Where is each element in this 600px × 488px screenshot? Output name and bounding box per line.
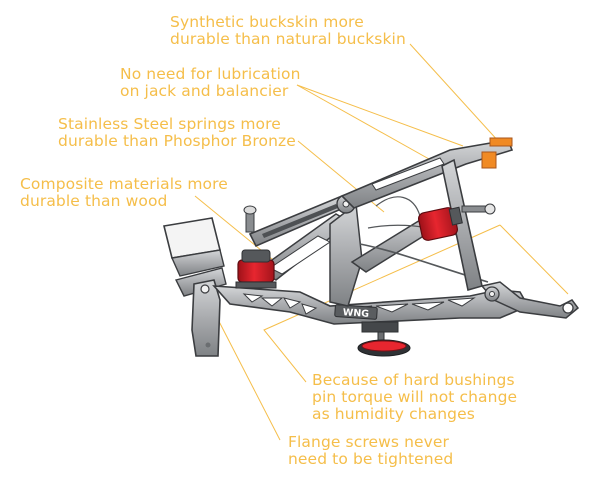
callout-springs-line2: durable than Phosphor Bronze: [58, 132, 296, 150]
leader-bushings: [263, 224, 501, 383]
leader-bushings-b: [499, 224, 569, 295]
callout-bushings-line1: Because of hard bushings: [312, 371, 515, 389]
callout-lubrication-line2: on jack and balancier: [120, 82, 289, 100]
wng-logo: WNG: [342, 307, 369, 320]
callout-bushings-line2: pin torque will not change: [312, 388, 518, 406]
callout-lubrication: No need for lubrication on jack and bala…: [120, 66, 301, 100]
callout-buckskin-line2: durable than natural buckskin: [170, 30, 406, 48]
wippen-body: WNG: [212, 285, 530, 325]
right-felt: [417, 206, 463, 241]
tail-hook: [480, 281, 580, 319]
left-felt: [235, 249, 277, 289]
leader-lines: [194, 43, 569, 441]
flange-block: [163, 217, 227, 357]
callout-springs-line1: Stainless Steel springs more: [58, 115, 281, 133]
callout-screws-line1: Flange screws never: [288, 433, 450, 451]
callout-composite-line1: Composite materials more: [20, 175, 228, 193]
callout-composite: Composite materials more durable than wo…: [20, 176, 228, 210]
callout-bushings-line3: as humidity changes: [312, 405, 475, 423]
balancier: [340, 137, 514, 292]
callout-springs: Stainless Steel springs more durable tha…: [58, 116, 296, 150]
callout-screws-line2: need to be tightened: [288, 450, 454, 468]
red-felts: [235, 206, 463, 289]
leader-lubrication-b: [296, 84, 464, 147]
callout-screws: Flange screws never need to be tightened: [288, 434, 453, 468]
callout-buckskin-line1: Synthetic buckskin more: [170, 13, 364, 31]
callout-composite-line2: durable than wood: [20, 192, 168, 210]
leader-screws: [207, 299, 281, 441]
regulating-knob: [357, 321, 411, 357]
callout-buckskin: Synthetic buckskin more durable than nat…: [170, 14, 406, 48]
leader-buckskin: [409, 43, 501, 144]
callout-bushings: Because of hard bushings pin torque will…: [312, 372, 517, 423]
leader-lubrication-a: [296, 84, 446, 169]
callout-lubrication-line1: No need for lubrication: [120, 65, 301, 83]
